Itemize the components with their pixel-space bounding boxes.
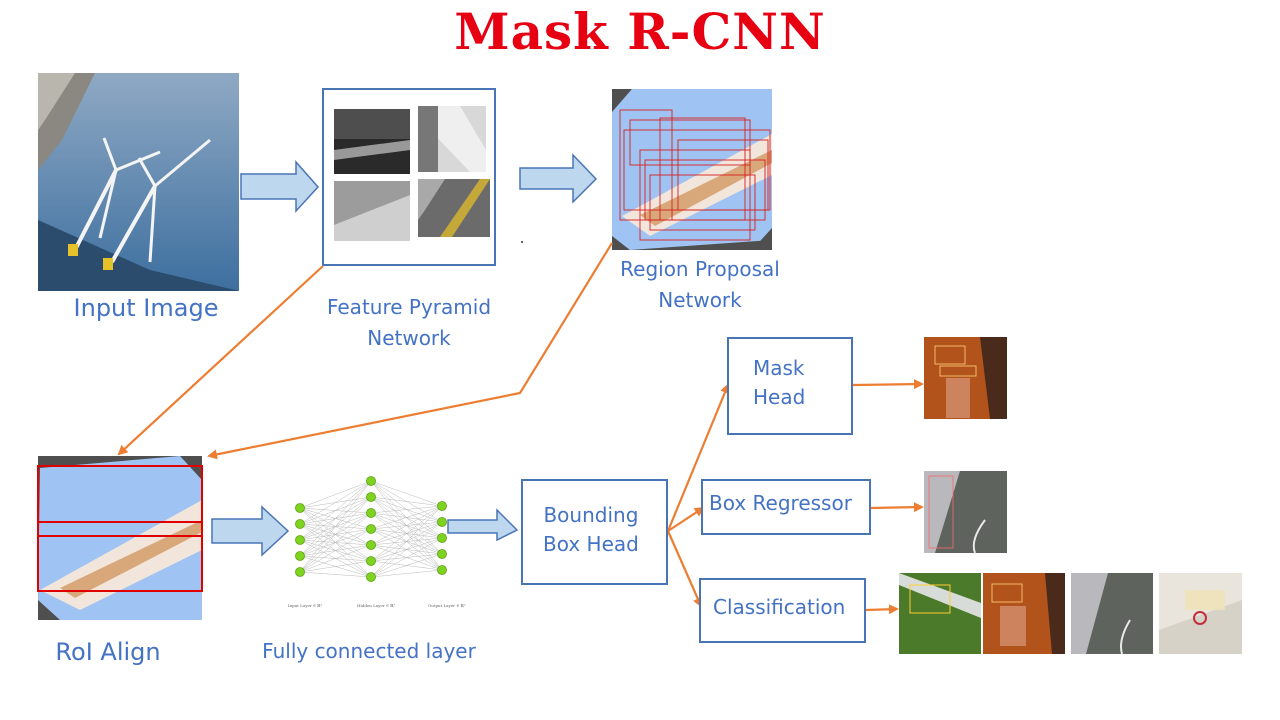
block-arrow-4: [447, 508, 519, 542]
nn-edge: [299, 560, 372, 573]
mask-head-label: Mask: [753, 356, 805, 380]
neural-network: Input Layer ∈ ℝ⁵ Hidden Layer ∈ ℝ⁷ Outpu…: [288, 476, 466, 608]
nn-edge: [370, 521, 443, 578]
nn-edge: [370, 537, 443, 578]
nn-node: [295, 535, 305, 545]
bbox-head-label: Bounding: [543, 503, 639, 527]
nn-node: [366, 572, 376, 582]
nn-node: [437, 517, 447, 527]
connector-rpn-to-roi: [207, 242, 613, 460]
bounding-box-head-box: Bounding Box Head: [521, 479, 668, 585]
nn-edge: [370, 505, 443, 546]
label-feature-pyramid: Feature Pyramid Network: [326, 295, 492, 350]
connector-bbox-to-mask: [666, 383, 730, 532]
label-roi-align: RoI Align: [55, 638, 161, 666]
connector-bbox-to-regressor: [667, 506, 705, 532]
nn-edge: [370, 480, 443, 507]
nn-edge: [370, 553, 443, 578]
nn-edge: [299, 480, 372, 573]
connector-regressor-output: [870, 502, 924, 513]
nn-edge: [370, 505, 443, 562]
input-image: [38, 73, 239, 291]
nn-node: [366, 508, 376, 518]
nn-node: [437, 565, 447, 575]
label-input-image: Input Image: [73, 294, 219, 322]
nn-edge: [370, 569, 443, 578]
connector-bbox-to-class: [666, 530, 703, 608]
fpn-feature-maps: [334, 106, 523, 243]
nn-node: [437, 549, 447, 559]
box-regressor-label: Box Regressor: [709, 491, 852, 515]
nn-node: [295, 503, 305, 513]
nn-edge: [299, 480, 372, 541]
diagram-title: Mask R-CNN: [454, 2, 826, 61]
nn-node: [366, 524, 376, 534]
nn-edge: [370, 505, 443, 578]
nn-edge: [299, 571, 372, 578]
box-regressor-box: Box Regressor: [701, 479, 871, 535]
nn-node: [366, 540, 376, 550]
svg-text:Output Layer ∈ ℝ⁵: Output Layer ∈ ℝ⁵: [428, 603, 466, 608]
nn-edge: [299, 480, 372, 557]
nn-edge: [370, 496, 443, 507]
nn-edge: [299, 544, 372, 573]
nn-node: [366, 476, 376, 486]
nn-node: [295, 551, 305, 561]
svg-text:Hidden Layer ∈ ℝ⁷: Hidden Layer ∈ ℝ⁷: [357, 603, 396, 608]
classification-label: Classification: [713, 595, 846, 619]
nn-edge: [299, 480, 372, 509]
block-arrow-2: [519, 153, 598, 204]
nn-node: [437, 501, 447, 511]
mask-output-thumb: [924, 337, 1007, 419]
nn-edge: [299, 496, 372, 573]
nn-edge: [299, 512, 372, 573]
label-fully-connected: Fully connected layer: [262, 639, 476, 663]
nn-edge: [370, 505, 443, 530]
nn-node: [295, 567, 305, 577]
nn-node: [437, 533, 447, 543]
nn-edge: [299, 480, 372, 525]
connector-class-output: [865, 604, 899, 615]
regressor-output-thumb: [924, 471, 1007, 554]
nn-edge: [370, 505, 443, 514]
roi-align-image: [37, 456, 203, 620]
nn-edge: [299, 528, 372, 573]
mask-head-box: Mask Head: [727, 337, 853, 435]
block-arrow-3: [211, 505, 290, 557]
svg-text:Input Layer ∈ ℝ⁵: Input Layer ∈ ℝ⁵: [288, 603, 323, 608]
connector-fpn-to-roi: [117, 265, 324, 456]
nn-node: [366, 492, 376, 502]
nn-node: [295, 519, 305, 529]
block-arrow-1: [240, 160, 320, 213]
class-output-thumbs: [899, 573, 1242, 655]
rpn-image: [612, 89, 772, 250]
label-region-proposal: Region Proposal Network: [620, 257, 780, 312]
classification-box: Classification: [699, 578, 866, 643]
nn-node: [366, 556, 376, 566]
connector-mask-output: [852, 379, 924, 390]
